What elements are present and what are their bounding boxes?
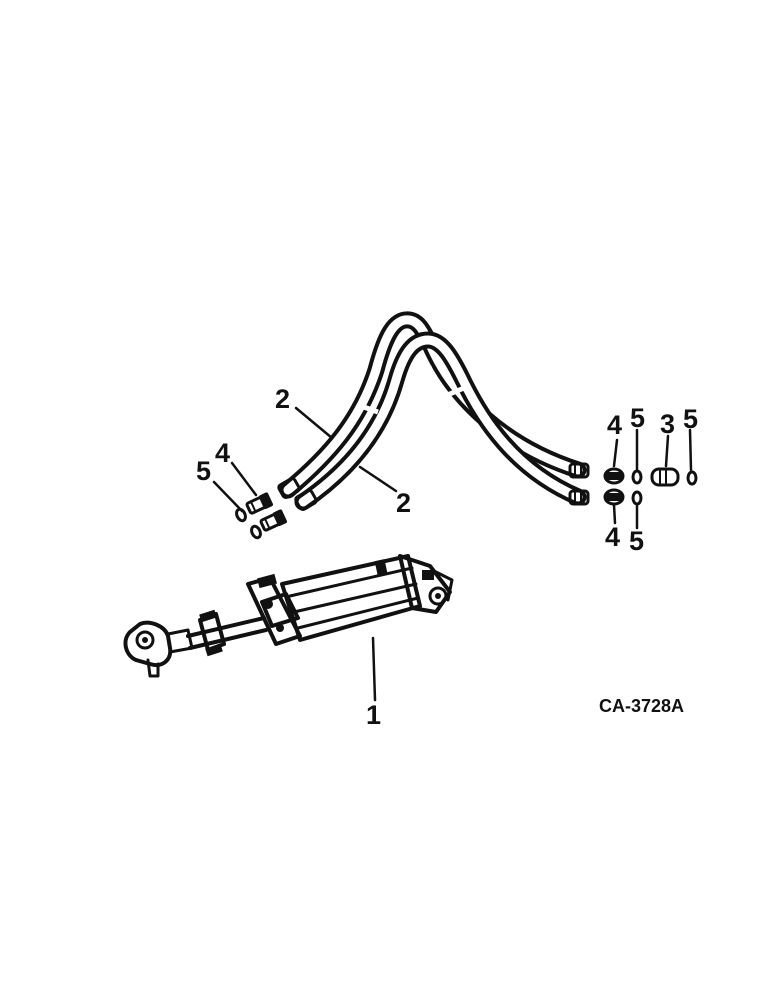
- adapter-fitting-left-upper: [245, 492, 273, 515]
- callout-5-right-upper: 5: [630, 403, 645, 433]
- o-ring-right-upper: [631, 469, 643, 485]
- piston-rod: [186, 616, 268, 650]
- o-ring-left-upper: [235, 507, 247, 523]
- cylinder-base-end: [398, 554, 454, 614]
- callouts: 2 2 5 4 4 5 3 5 4 5 1: [196, 384, 698, 730]
- cylinder-barrel: [280, 554, 422, 642]
- drawing-code-label: CA-3728A: [599, 696, 684, 716]
- rod-clevis: [123, 620, 194, 678]
- leader-lines: [212, 406, 693, 702]
- hydraulic-cylinder: [123, 554, 454, 678]
- hose-fitting-left-upper: [277, 477, 301, 499]
- o-ring-plug: [686, 470, 698, 486]
- callout-4-left: 4: [215, 438, 230, 468]
- callout-5-left: 5: [196, 456, 211, 486]
- hose-fitting-left-lower: [294, 489, 318, 511]
- adapter-fitting-left-lower: [259, 509, 287, 532]
- adapter-fitting-right-lower: [603, 488, 625, 506]
- hose-fitting-right-upper: [568, 462, 590, 479]
- callout-3: 3: [660, 409, 675, 439]
- right-adapter-group: [603, 467, 698, 506]
- hydraulic-hose-pair: [277, 311, 590, 511]
- callout-5-right-lower: 5: [629, 526, 644, 556]
- adapter-fitting-right-upper: [603, 467, 625, 485]
- o-ring-left-lower: [250, 524, 262, 540]
- callout-1: 1: [366, 700, 381, 730]
- o-ring-right-lower: [631, 490, 643, 506]
- callout-2-upper: 2: [275, 384, 290, 414]
- callout-4-right-lower: 4: [605, 522, 620, 552]
- callout-5-far-right: 5: [683, 404, 698, 434]
- callout-4-right-upper: 4: [607, 410, 622, 440]
- left-adapter-group: [235, 492, 287, 540]
- hose-fitting-right-lower: [568, 489, 590, 506]
- plug-fitting-part-3: [650, 467, 680, 487]
- stop-collar: [198, 609, 226, 657]
- callout-2-lower: 2: [396, 488, 411, 518]
